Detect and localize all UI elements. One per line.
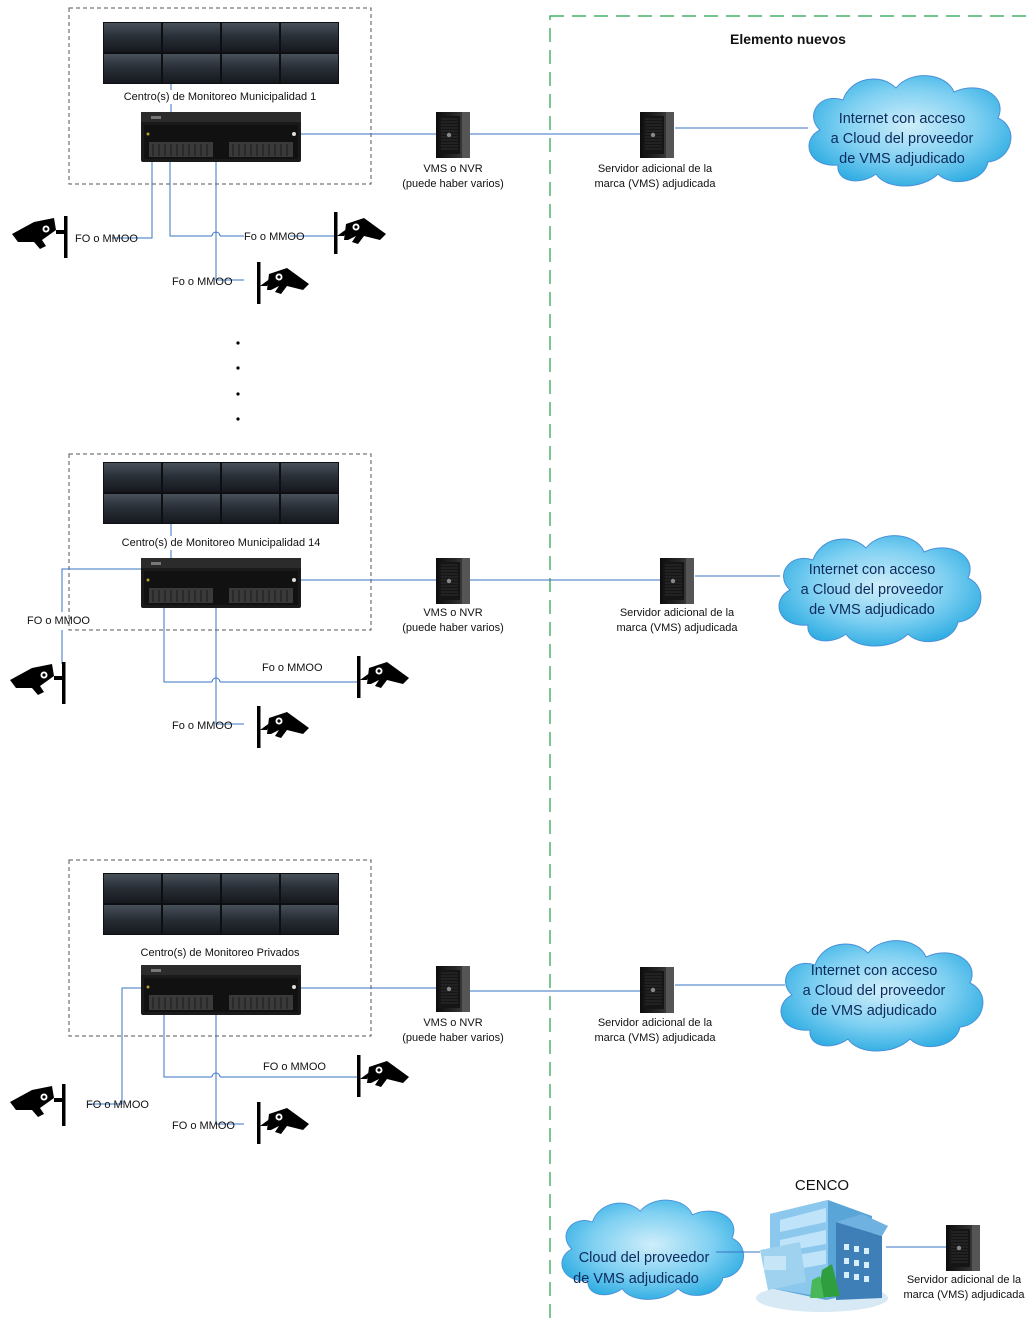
server-label-line1: Servidor adicional de la bbox=[598, 1017, 713, 1029]
cloud-provider-line1: Cloud del proveedor bbox=[579, 1250, 710, 1266]
cloud-text-line2: a Cloud del proveedor bbox=[801, 582, 944, 598]
link-label-left: FO o MMOO bbox=[27, 615, 90, 627]
new-elements-title: Elemento nuevos bbox=[730, 31, 846, 47]
link-label-bottom: Fo o MMOO bbox=[172, 276, 233, 288]
camera-icon bbox=[257, 1102, 309, 1144]
vms-label-line2: (puede haber varios) bbox=[402, 1032, 504, 1044]
link-label-right: FO o MMOO bbox=[263, 1061, 326, 1073]
vms-server-icon bbox=[435, 557, 471, 605]
cenco-title: CENCO bbox=[795, 1177, 849, 1194]
additional-server-icon bbox=[639, 966, 675, 1014]
cloud-text-line3: de VMS adjudicado bbox=[811, 1003, 937, 1019]
site-municipalidad-14: Centro(s) de Monitoreo Municipalidad 14 … bbox=[10, 453, 982, 748]
monitoring-center-box bbox=[68, 859, 372, 1037]
vms-server-icon bbox=[435, 965, 471, 1013]
cenco-building-icon bbox=[756, 1200, 888, 1312]
link-label-left: FO o MMOO bbox=[75, 233, 138, 245]
link-label-right: Fo o MMOO bbox=[262, 662, 323, 674]
camera-icon bbox=[10, 1084, 66, 1126]
vms-label-line2: (puede haber varios) bbox=[402, 622, 504, 634]
vms-label-line1: VMS o NVR bbox=[423, 163, 482, 175]
monitoring-center-label: Centro(s) de Monitoreo Privados bbox=[141, 947, 300, 959]
continuation-dots bbox=[236, 341, 240, 421]
cloud-text-line1: Internet con acceso bbox=[809, 562, 936, 578]
vms-label-line2: (puede haber varios) bbox=[402, 178, 504, 190]
server-label-line2: marca (VMS) adjudicada bbox=[594, 1032, 716, 1044]
video-wall-icon bbox=[103, 462, 339, 524]
cloud-text-line2: a Cloud del proveedor bbox=[831, 131, 974, 147]
cloud-text-line3: de VMS adjudicado bbox=[809, 602, 935, 618]
internet-cloud: Internet con acceso a Cloud del proveedo… bbox=[808, 75, 1012, 187]
additional-server-icon bbox=[659, 557, 695, 605]
video-wall-icon bbox=[103, 22, 339, 84]
video-wall-icon bbox=[103, 873, 339, 935]
cenco-group: CENCO Cloud del proveedor de VMS adjudic… bbox=[561, 1177, 1025, 1312]
recorder-rack-icon bbox=[140, 964, 302, 1016]
camera-icon bbox=[357, 656, 409, 698]
site-municipalidad-1: Centro(s) de Monitoreo Municipalidad 1 F… bbox=[12, 7, 1012, 304]
cloud-text-line2: a Cloud del proveedor bbox=[803, 983, 946, 999]
monitoring-center-label: Centro(s) de Monitoreo Municipalidad 14 bbox=[122, 537, 321, 549]
monitoring-center-box bbox=[68, 453, 372, 631]
internet-cloud: Internet con acceso a Cloud del proveedo… bbox=[778, 535, 982, 647]
cloud-provider-line2: de VMS adjudicado bbox=[573, 1271, 699, 1287]
link-label-bottom: Fo o MMOO bbox=[172, 720, 233, 732]
additional-server-icon bbox=[639, 111, 675, 159]
monitoring-center-box bbox=[68, 7, 372, 185]
camera-icon bbox=[357, 1055, 409, 1097]
camera-icon bbox=[334, 212, 386, 254]
server-label-line1: Servidor adicional de la bbox=[907, 1274, 1022, 1286]
server-label-line1: Servidor adicional de la bbox=[598, 163, 713, 175]
vms-label-line1: VMS o NVR bbox=[423, 607, 482, 619]
vms-server-icon bbox=[435, 111, 471, 159]
server-label-line2: marca (VMS) adjudicada bbox=[594, 178, 716, 190]
site-privados: Centro(s) de Monitoreo Privados FO o MMO… bbox=[10, 859, 984, 1144]
vms-label-line1: VMS o NVR bbox=[423, 1017, 482, 1029]
recorder-rack-icon bbox=[140, 111, 302, 163]
link-label-bottom: FO o MMOO bbox=[172, 1120, 235, 1132]
link-label-left: FO o MMOO bbox=[86, 1099, 149, 1111]
camera-icon bbox=[257, 706, 309, 748]
additional-server-icon bbox=[945, 1224, 981, 1272]
camera-icon bbox=[257, 262, 309, 304]
server-label-line2: marca (VMS) adjudicada bbox=[903, 1289, 1025, 1301]
new-elements-zone bbox=[549, 15, 1031, 1325]
cloud-text-line3: de VMS adjudicado bbox=[839, 151, 965, 167]
server-label-line2: marca (VMS) adjudicada bbox=[616, 622, 738, 634]
cloud-text-line1: Internet con acceso bbox=[811, 963, 938, 979]
server-label-line1: Servidor adicional de la bbox=[620, 607, 735, 619]
recorder-rack-icon bbox=[140, 557, 302, 609]
monitoring-center-label: Centro(s) de Monitoreo Municipalidad 1 bbox=[124, 91, 317, 103]
internet-cloud: Internet con acceso a Cloud del proveedo… bbox=[780, 940, 984, 1052]
camera-icon bbox=[12, 216, 68, 258]
camera-icon bbox=[10, 662, 66, 704]
link-label-right: Fo o MMOO bbox=[244, 231, 305, 243]
cloud-text-line1: Internet con acceso bbox=[839, 111, 966, 127]
